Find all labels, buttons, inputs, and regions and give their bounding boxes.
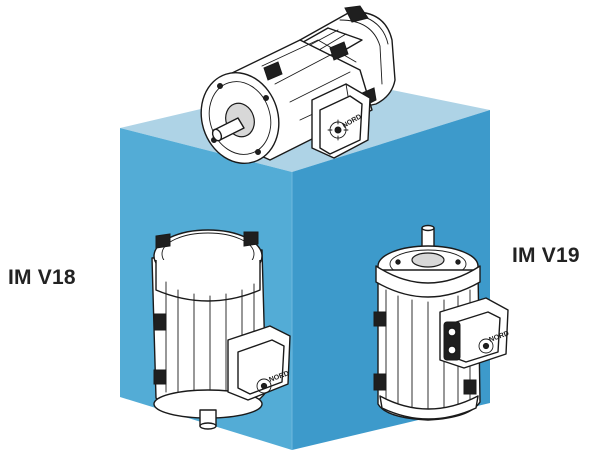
gear-logo-icon-right: [478, 338, 494, 354]
gear-logo-icon-left: [256, 378, 272, 394]
mounting-label-v19: IM V19: [512, 244, 580, 267]
mounting-label-v18: IM V18: [8, 266, 76, 289]
motor-right: NORD: [373, 224, 510, 421]
motor-top: NORD: [200, 5, 396, 164]
gear-logo-icon: [327, 119, 349, 141]
motor-left: NORD: [151, 229, 291, 430]
